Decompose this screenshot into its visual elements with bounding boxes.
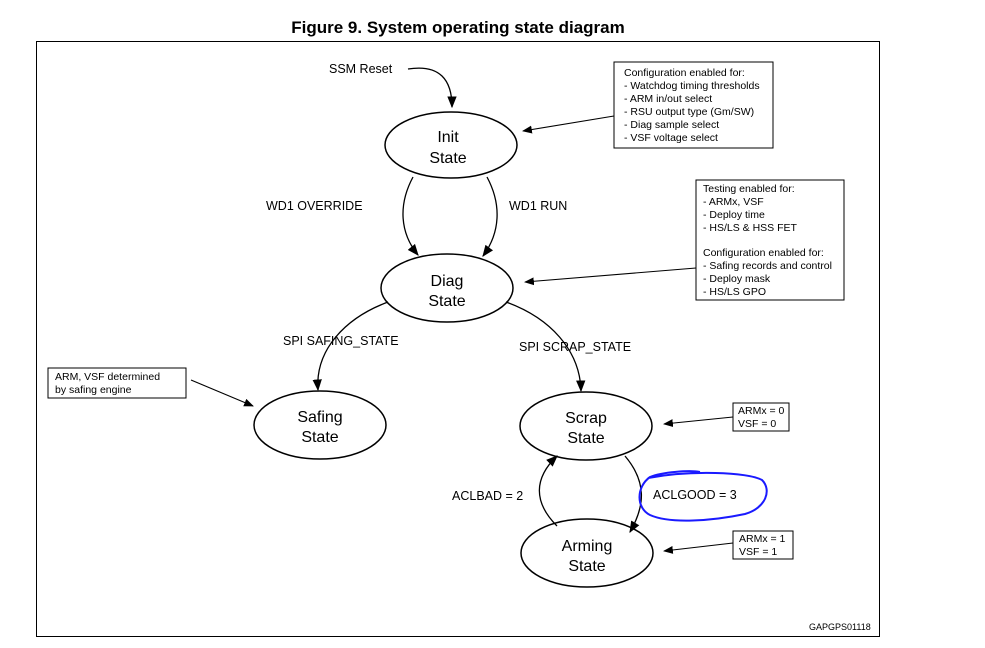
svg-text:- Watchdog timing thresholds: - Watchdog timing thresholds [624,80,760,92]
svg-text:Testing enabled for:: Testing enabled for: [703,183,795,195]
svg-text:by safing engine: by safing engine [55,384,132,396]
svg-text:- Deploy time: - Deploy time [703,209,765,221]
wd1-run-label: WD1 RUN [509,199,567,213]
svg-text:ARMx = 1: ARMx = 1 [739,533,786,545]
svg-text:State: State [429,150,466,167]
spi-scrap-label: SPI SCRAP_STATE [519,340,631,354]
svg-text:State: State [567,430,604,447]
reference-code: GAPGPS01118 [809,622,871,632]
init-note-arrow [522,115,615,134]
svg-text:Configuration enabled for:: Configuration enabled for: [624,67,745,79]
svg-text:- Diag sample select: - Diag sample select [624,119,719,131]
svg-text:- ARMx, VSF: - ARMx, VSF [703,196,764,208]
diag-state: Diag State [380,253,514,323]
safing-note-arrow [190,379,254,407]
svg-text:State: State [428,293,465,310]
diag-config-note: Testing enabled for: - ARMx, VSF - Deplo… [695,179,845,301]
arming-state: Arming State [520,518,654,588]
spi-safing-label: SPI SAFING_STATE [283,334,399,348]
init-state: Init State [384,111,518,179]
svg-text:State: State [301,429,338,446]
spi-scrap-arrow [505,301,586,393]
aclgood-arrow [624,455,643,534]
wd1-override-label: WD1 OVERRIDE [266,199,363,213]
svg-text:Arming: Arming [562,538,613,555]
arming-note-arrow [663,542,734,554]
svg-text:ARMx = 0: ARMx = 0 [738,405,785,417]
svg-text:Diag: Diag [431,273,464,290]
svg-text:Scrap: Scrap [565,410,607,427]
diagram-frame [36,41,880,637]
scrap-note-arrow [663,416,734,428]
svg-text:Configuration enabled for:: Configuration enabled for: [703,247,824,259]
safing-state: Safing State [253,390,387,460]
svg-text:- ARM in/out select: - ARM in/out select [624,93,712,105]
svg-text:VSF = 1: VSF = 1 [739,546,777,558]
diag-note-arrow [524,267,697,286]
reset-arrow [407,67,457,109]
wd1-run-arrow [482,176,498,257]
svg-text:- HS/LS GPO: - HS/LS GPO [703,286,766,298]
svg-text:VSF = 0: VSF = 0 [738,418,776,430]
arming-note: ARMx = 1 VSF = 1 [732,530,794,560]
svg-text:- VSF voltage select: - VSF voltage select [624,132,718,144]
svg-text:- HS/LS & HSS FET: - HS/LS & HSS FET [703,222,798,234]
wd1-override-arrow [402,176,419,256]
aclbad-arrow [538,455,558,527]
aclgood-highlight [638,470,768,522]
svg-text:- Safing records and control: - Safing records and control [703,260,832,272]
scrap-note: ARMx = 0 VSF = 0 [732,402,790,432]
svg-text:Init: Init [437,129,459,146]
init-config-note: Configuration enabled for: - Watchdog ti… [613,61,774,149]
svg-text:ARM, VSF determined: ARM, VSF determined [55,371,160,383]
ssm-reset-label: SSM Reset [329,62,393,76]
figure-title: Figure 9. System operating state diagram [291,18,625,37]
spi-safing-arrow [312,301,389,392]
svg-text:- Deploy mask: - Deploy mask [703,273,771,285]
svg-text:- RSU output type (Gm/SW): - RSU output type (Gm/SW) [624,106,754,118]
safing-note: ARM, VSF determined by safing engine [47,367,187,399]
scrap-state: Scrap State [519,391,653,461]
svg-text:State: State [568,558,605,575]
svg-text:Safing: Safing [297,409,342,426]
aclbad-label: ACLBAD = 2 [452,489,523,503]
aclgood-label: ACLGOOD = 3 [653,488,737,502]
